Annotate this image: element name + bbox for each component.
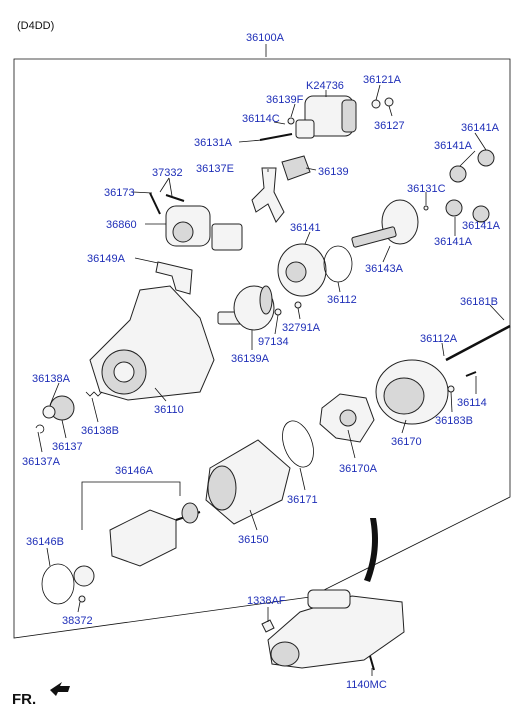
part-label-36114c: 36114C	[242, 113, 280, 125]
part-label-36131c: 36131C	[407, 183, 446, 195]
part-label-36141a-right: 36141A	[462, 220, 501, 232]
part-label-38372: 38372	[62, 615, 93, 627]
part-label-36121a: 36121A	[363, 74, 402, 86]
part-label-k24736: K24736	[306, 80, 344, 92]
assembly-boundary	[13, 58, 511, 639]
bolt-shape-2	[369, 655, 375, 671]
bolt-shape	[259, 133, 293, 141]
screw-shape	[149, 192, 161, 215]
model-code: (D4DD)	[17, 20, 54, 32]
transition-arrow	[364, 518, 378, 582]
part-label-36141a-top: 36141A	[461, 122, 500, 134]
assembly-label: 36100A	[246, 32, 285, 44]
part-label-36171: 36171	[287, 494, 318, 506]
end-washer-shape	[447, 385, 455, 393]
gear-shaft-shape	[217, 285, 275, 331]
part-label-36170: 36170	[391, 436, 422, 448]
module-shape	[165, 205, 243, 251]
part-label-36138b: 36138B	[81, 425, 119, 437]
part-label-36127: 36127	[374, 120, 405, 132]
part-label-36150: 36150	[238, 534, 269, 546]
washer-shape	[287, 117, 295, 125]
o-ring-shape	[282, 420, 314, 468]
front-arrow-icon	[50, 682, 70, 696]
leader-lines	[37, 84, 505, 676]
part-label-36170a: 36170A	[339, 463, 378, 475]
part-label-36860: 36860	[106, 219, 137, 231]
part-label-36112: 36112	[327, 294, 357, 306]
small-pin-shape	[294, 301, 302, 309]
part-label-36143a: 36143A	[365, 263, 404, 275]
gear-housing-shape	[277, 243, 327, 297]
part-label-36146a: 36146A	[115, 465, 154, 477]
carrier-shape	[351, 199, 419, 248]
front-direction-label: FR.	[12, 691, 36, 708]
part-label-36139: 36139	[318, 166, 349, 178]
collar-shape	[42, 405, 56, 419]
part-label-1140mc: 1140MC	[346, 679, 387, 691]
screw-shape-2	[165, 194, 185, 202]
part-label-36149a: 36149A	[87, 253, 126, 265]
part-label-36139a: 36139A	[231, 353, 270, 365]
part-label-36141a-left: 36141A	[434, 236, 473, 248]
solenoid-shape	[295, 95, 394, 139]
part-label-36146b: 36146B	[26, 536, 64, 548]
housing-shape	[89, 285, 215, 401]
nut-shape	[261, 619, 275, 633]
part-label-97134: 97134	[258, 336, 289, 348]
brush-holder-shape	[319, 393, 375, 443]
end-cover-shape	[375, 359, 449, 425]
lever-shape	[251, 167, 285, 223]
part-label-32791a: 32791A	[282, 322, 321, 334]
through-bolt-shape	[445, 324, 511, 362]
part-label-36181b: 36181B	[460, 296, 498, 308]
snap-ring-shape	[78, 595, 86, 603]
part-label-1338af: 1338AF	[247, 595, 286, 607]
part-label-36183b: 36183B	[435, 415, 473, 427]
small-washer-shape	[274, 308, 282, 316]
plunger-shape	[281, 155, 311, 181]
part-label-36141: 36141	[290, 222, 321, 234]
part-label-36137: 36137	[52, 441, 83, 453]
clip-shape	[41, 563, 75, 605]
part-label-36138a: 36138A	[32, 373, 71, 385]
part-label-36173: 36173	[104, 187, 135, 199]
screw-shape-3	[465, 371, 477, 377]
planet-gears	[445, 149, 495, 223]
part-label-36131a: 36131A	[194, 137, 233, 149]
part-label-36141a-mid: 36141A	[434, 140, 473, 152]
yoke-shape	[205, 439, 291, 525]
pin-shape	[423, 205, 429, 211]
part-label-36137a: 36137A	[22, 456, 61, 468]
gasket-shape	[323, 245, 353, 283]
bearing-shape	[73, 565, 95, 587]
part-label-36114: 36114	[457, 397, 487, 409]
part-label-36137e: 36137E	[196, 163, 234, 175]
assembled-starter-shape	[267, 589, 405, 669]
spring-shape	[85, 391, 103, 397]
part-label-37332: 37332	[152, 167, 183, 179]
part-label-36139f: 36139F	[266, 94, 304, 106]
armature-shape	[109, 502, 201, 567]
bracket-shape	[155, 261, 193, 295]
stop-ring-shape	[35, 424, 45, 434]
part-label-36110: 36110	[154, 404, 184, 416]
part-label-36112a: 36112A	[420, 333, 458, 345]
